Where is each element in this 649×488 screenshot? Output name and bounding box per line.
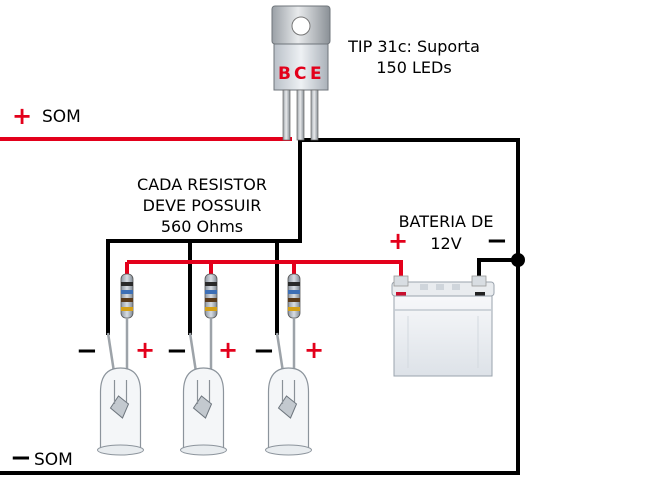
led-rim [265, 444, 312, 456]
led-rim [180, 444, 227, 456]
battery-minus-sign: − [486, 226, 508, 256]
transistor-subtitle: 150 LEDs [376, 58, 452, 77]
led2-minus-sign: − [166, 336, 188, 366]
pin-base-label: B [278, 64, 291, 84]
negative-wiring [0, 138, 520, 475]
signal-plus-sign: + [12, 102, 33, 130]
pin-collector-label: C [294, 64, 307, 84]
transistor-title: TIP 31c: Suporta [348, 37, 480, 56]
led3-plus-sign: + [304, 336, 325, 364]
battery-label-line1: BATERIA DE [398, 212, 494, 231]
led-rim [97, 444, 144, 456]
led-resistor-unit-1 [97, 273, 144, 456]
led1-minus-sign: − [76, 336, 98, 366]
signal-negative-label: SOM [34, 450, 73, 470]
ground-return-wire [0, 138, 520, 475]
resistor-band [288, 298, 300, 302]
resistor-note-line2: DEVE POSSUIR [142, 196, 262, 215]
led-resistor-unit-3 [265, 273, 312, 456]
signal-positive-label: SOM [42, 107, 81, 127]
resistor-band [288, 282, 300, 286]
transistor-tip31c [271, 5, 331, 141]
led-resistor-unit-2 [180, 273, 227, 456]
led3-minus-sign: − [253, 336, 275, 366]
resistor-note-line1: CADA RESISTOR [137, 175, 267, 194]
resistor-band [121, 307, 133, 311]
battery-plus-sign: + [388, 227, 409, 255]
pin-emitter-label: E [310, 64, 322, 84]
resistor-band [288, 290, 300, 294]
resistor-band [121, 282, 133, 286]
led2-plus-sign: + [218, 336, 239, 364]
resistor-band [205, 290, 217, 294]
led1-plus-sign: + [135, 336, 156, 364]
led-cathode-leg [275, 332, 285, 373]
led-resistor-array [97, 273, 312, 456]
resistor-band [288, 307, 300, 311]
resistor-3 [287, 273, 301, 319]
signal-minus-sign: − [10, 443, 32, 473]
battery-positive-wire [127, 260, 403, 292]
resistor-band [205, 282, 217, 286]
junction-node [511, 253, 525, 267]
resistor-band [121, 290, 133, 294]
battery-label-line2: 12V [430, 234, 462, 253]
battery-12v [391, 275, 495, 377]
led-cathode-leg [188, 332, 198, 373]
resistor-2 [204, 273, 218, 319]
led-cathode-leg [106, 332, 116, 373]
resistor-band [205, 307, 217, 311]
resistor-band [205, 298, 217, 302]
collector-bus-wire [106, 138, 302, 335]
resistor-1 [120, 273, 134, 319]
resistor-note-line3: 560 Ohms [160, 217, 244, 236]
resistor-band [121, 298, 133, 302]
